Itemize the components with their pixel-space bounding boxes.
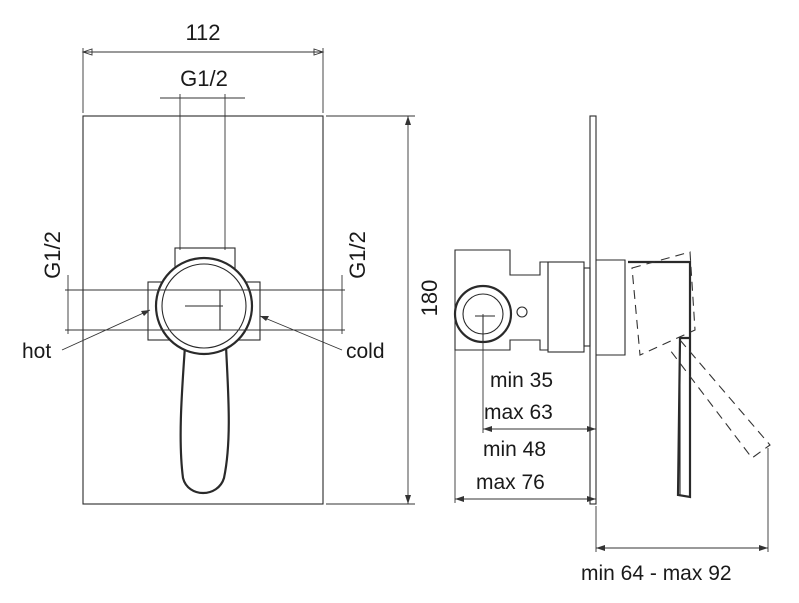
body-max-label: max 63	[484, 401, 553, 424]
right-thread-dimension: G1/2	[341, 231, 370, 334]
cover-plate	[82, 115, 324, 505]
overall-max-label: max 76	[476, 471, 545, 494]
left-thread-label: G1/2	[40, 231, 65, 279]
overall-depth-dimension: min 48 max 76	[454, 350, 596, 503]
cold-label: cold	[346, 340, 385, 363]
body-depth-dimension: min 35 max 63	[482, 314, 596, 433]
left-thread-dimension: G1/2	[40, 231, 69, 334]
overall-min-label: min 48	[483, 438, 546, 461]
hot-label: hot	[22, 340, 51, 363]
side-lever	[628, 260, 692, 499]
width-dimension: 112	[81, 20, 325, 113]
side-stem-sleeve	[547, 261, 585, 353]
right-thread-label: G1/2	[345, 231, 370, 279]
side-stem-ring	[583, 267, 591, 347]
side-view: min 35 max 63 min 48 max 76 min 64 - max…	[453, 115, 771, 585]
side-lever-open-position	[631, 251, 771, 459]
front-view: 112 G1/2 G1/2 G1/2	[22, 20, 442, 505]
height-dimension: 180	[326, 115, 442, 505]
top-thread-dimension: G1/2	[160, 66, 245, 250]
top-thread-label: G1/2	[180, 66, 228, 91]
lever-projection-dimension: min 64 - max 92	[581, 448, 769, 585]
hot-callout: hot	[22, 309, 151, 363]
side-screw	[516, 306, 528, 318]
height-label: 180	[417, 280, 442, 317]
lever-range-label: min 64 - max 92	[581, 562, 732, 585]
body-min-label: min 35	[490, 369, 553, 392]
escutcheon-inner	[161, 263, 247, 349]
side-escutcheon	[596, 259, 626, 356]
side-plate	[589, 115, 597, 505]
cold-callout: cold	[259, 315, 385, 363]
width-label: 112	[185, 20, 220, 45]
lever-handle	[179, 344, 230, 494]
